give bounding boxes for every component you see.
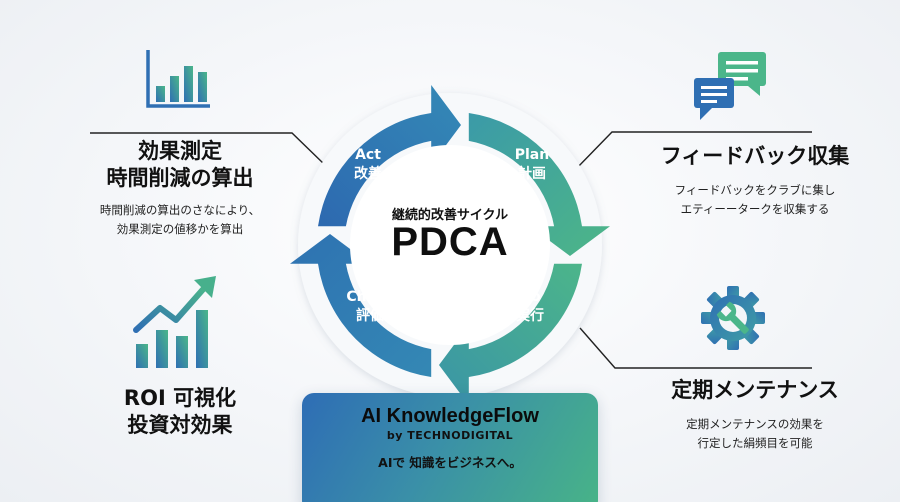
feedback-title: フィードバック収集 <box>660 144 850 168</box>
connector-right-bottom <box>579 327 812 369</box>
effect-measure-block: 効果測定 時間削減の算出 時間削減の算出のさなにより、 効果測定の値移かを算出 <box>60 138 300 239</box>
maintenance-desc-1: 定期メンテナンスの効果を <box>686 417 824 431</box>
stage-plan-ja: 計画 <box>518 166 546 182</box>
feedback-desc-1: フィードバックをクラブに集し <box>674 183 836 197</box>
roi-title-2: 投資対効果 <box>127 413 233 437</box>
stage-check-ja: 評価 <box>356 308 384 324</box>
stage-plan: Plan 計画 <box>487 146 577 184</box>
cycle-center <box>350 145 550 345</box>
brand-card: AI KnowledgeFlow by TECHNODIGITAL AIで 知識… <box>302 393 598 502</box>
stage-act-en: Act <box>355 147 381 163</box>
effect-measure-title-1: 効果測定 <box>138 139 222 163</box>
stage-do-en: Do <box>519 289 541 305</box>
gear-wrench-icon <box>701 286 765 350</box>
effect-measure-desc-1: 時間削減の算出のさなにより、 <box>99 203 261 217</box>
arrow-plan <box>468 113 610 256</box>
connector-right-top <box>574 131 812 171</box>
bar-chart-icon <box>146 50 210 108</box>
effect-measure-title-2: 時間削減の算出 <box>106 166 254 190</box>
roi-title-1: ROI 可視化 <box>123 386 237 410</box>
stage-plan-en: Plan <box>514 147 550 163</box>
roi-block: ROI 可視化 投資対効果 <box>60 385 300 439</box>
stage-act: Act 改善 <box>323 146 413 184</box>
brand-tagline: AIで 知識をビジネスへ。 <box>378 455 522 470</box>
maintenance-desc-2: 行定した絹頻目を可能 <box>697 436 813 450</box>
arrow-do <box>439 263 582 405</box>
feedback-block: フィードバック収集 フィードバックをクラブに集し エティーータークを収集する <box>620 143 890 219</box>
center-subtitle: 継続的改善サイクル <box>391 208 509 223</box>
stage-check-en: Check <box>346 289 394 305</box>
stage-act-ja: 改善 <box>354 166 382 182</box>
brand-by: by TECHNODIGITAL <box>386 429 514 442</box>
connector-left-top <box>90 132 326 166</box>
chat-bubbles-icon <box>694 52 766 120</box>
feedback-desc-2: エティーータークを収集する <box>680 202 830 216</box>
center-title: PDCA <box>391 220 509 264</box>
maintenance-title: 定期メンテナンス <box>671 378 839 402</box>
brand-name: AI KnowledgeFlow <box>361 405 539 427</box>
arrow-act <box>318 85 461 227</box>
pdca-cycle <box>290 85 610 405</box>
stage-do-ja: 実行 <box>516 308 544 324</box>
stage-check: Check 評価 <box>325 288 415 326</box>
effect-measure-desc-2: 効果測定の値移かを算出 <box>116 222 244 236</box>
arrow-check <box>290 234 432 377</box>
growth-chart-icon <box>133 276 216 368</box>
maintenance-block: 定期メンテナンス 定期メンテナンスの効果を 行定した絹頻目を可能 <box>620 377 890 453</box>
stage-do: Do 実行 <box>485 288 575 326</box>
